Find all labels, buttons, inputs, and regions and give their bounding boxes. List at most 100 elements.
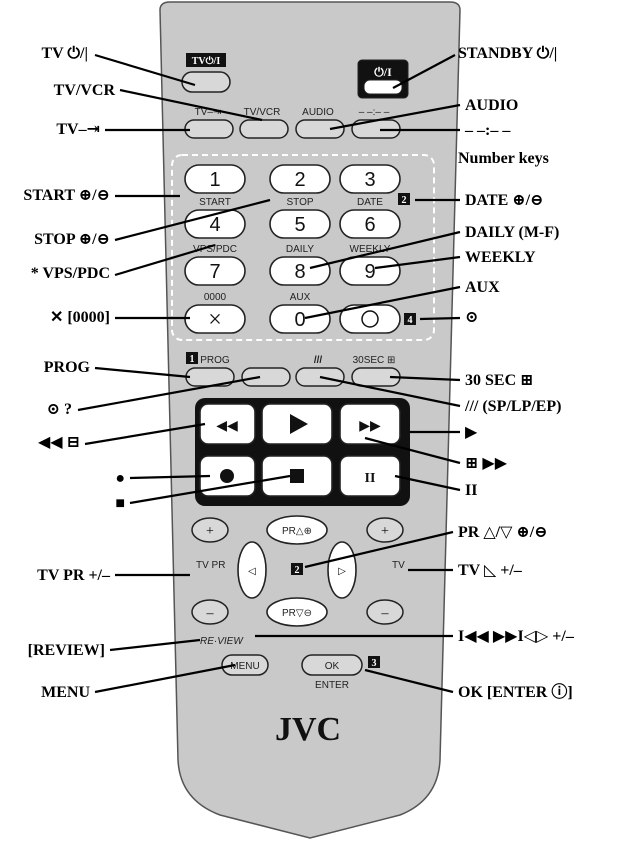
tv-vol-plus-text: + bbox=[381, 524, 389, 539]
tv-pr-minus-text: – bbox=[206, 606, 215, 621]
ff-button[interactable] bbox=[339, 403, 401, 445]
key-7[interactable] bbox=[184, 256, 246, 286]
label-timer: ⊙ bbox=[465, 309, 478, 326]
key-2[interactable] bbox=[269, 164, 331, 194]
badge-2-pr bbox=[291, 563, 303, 575]
menu-key-text: MENU bbox=[230, 661, 259, 672]
key-1[interactable] bbox=[184, 164, 246, 194]
label-play: ▶ bbox=[465, 424, 478, 441]
label-rec: ● bbox=[115, 470, 125, 487]
timer-key-icon bbox=[361, 310, 379, 328]
tv-vcr-button[interactable] bbox=[239, 119, 289, 139]
tv-vol-key-text: TV bbox=[392, 560, 405, 571]
start-key-text: START bbox=[199, 197, 231, 208]
label-tv-pr: TV PR +/– bbox=[37, 567, 111, 584]
zero-text: 0000 bbox=[204, 292, 227, 303]
key-2-label: 2 bbox=[294, 169, 305, 191]
tv-vol-minus-button[interactable] bbox=[366, 599, 404, 625]
key-3[interactable] bbox=[339, 164, 401, 194]
ok-button[interactable] bbox=[301, 654, 363, 676]
daily-key-text: DAILY bbox=[286, 244, 314, 255]
key-6[interactable] bbox=[339, 209, 401, 239]
label-daily: DAILY (M-F) bbox=[465, 224, 559, 241]
tv-pr-plus-button[interactable] bbox=[191, 517, 229, 543]
review-key-text: RE·VIEW bbox=[200, 636, 244, 647]
badge-2-pr-text: 2 bbox=[295, 565, 300, 576]
key-0[interactable] bbox=[269, 304, 331, 334]
timer-check-button[interactable] bbox=[241, 367, 291, 387]
label-standby: STANDBY ⏻/| bbox=[458, 45, 557, 62]
key-9-label: 9 bbox=[364, 261, 375, 283]
key-4-label: 4 bbox=[209, 214, 220, 236]
sec30-key-text: 30SEC ⊞ bbox=[353, 355, 396, 366]
key-6-label: 6 bbox=[364, 214, 375, 236]
pr-down-button[interactable] bbox=[266, 597, 328, 627]
number-keypad: 1 2 3 START STOP DATE 4 5 6 VPS/PDC DAIL… bbox=[184, 164, 401, 334]
skip-back-button[interactable] bbox=[237, 541, 267, 599]
label-ff: ⊞ ▶▶ bbox=[465, 455, 508, 472]
skip-fwd-icon: ▷ bbox=[338, 566, 346, 577]
rec-icon bbox=[220, 469, 234, 483]
label-weekly: WEEKLY bbox=[465, 249, 536, 266]
badge-1 bbox=[186, 352, 198, 364]
tv-vcr-key-text: TV/VCR bbox=[244, 107, 281, 118]
label-aux: AUX bbox=[465, 279, 500, 296]
tv-input-key-text: TV–⇥ bbox=[195, 107, 222, 118]
label-timer-check: ⊙ ? bbox=[47, 401, 72, 418]
play-icon bbox=[290, 414, 308, 434]
pr-up-button[interactable] bbox=[266, 515, 328, 545]
vps-key-text: VPS/PDC bbox=[193, 244, 237, 255]
badge-3-text: 3 bbox=[372, 658, 377, 669]
tv-pr-plus-text: + bbox=[206, 524, 214, 539]
menu-button[interactable] bbox=[221, 654, 269, 676]
label-cancel: ✕ [0000] bbox=[50, 309, 110, 326]
label-review: [REVIEW] bbox=[28, 642, 105, 659]
label-dashes: – –:– – bbox=[464, 122, 511, 139]
enter-key-text: ENTER bbox=[315, 680, 349, 691]
tv-vol-minus-text: – bbox=[381, 606, 390, 621]
date-key-text: DATE bbox=[357, 197, 383, 208]
label-tv-vcr: TV/VCR bbox=[54, 82, 116, 99]
label-audio: AUDIO bbox=[465, 97, 518, 114]
label-date: DATE ⊕/⊖ bbox=[465, 192, 544, 209]
tv-pr-key-text: TV PR bbox=[196, 560, 225, 571]
key-8-label: 8 bbox=[294, 261, 305, 283]
label-number-keys: Number keys bbox=[458, 150, 549, 167]
label-stop: STOP ⊕/⊖ bbox=[34, 231, 110, 248]
brand-logo: JVC bbox=[275, 711, 341, 748]
tv-pr-minus-button[interactable] bbox=[191, 599, 229, 625]
label-vps-pdc: * VPS/PDC bbox=[31, 265, 110, 282]
tv-input-button[interactable] bbox=[184, 119, 234, 139]
tv-power-button[interactable] bbox=[181, 71, 231, 93]
label-pr-updown: PR △/▽ ⊕/⊖ bbox=[458, 524, 548, 541]
key-5-label: 5 bbox=[294, 214, 305, 236]
number-keys-area bbox=[171, 154, 435, 341]
pr-down-text: PR▽⊖ bbox=[282, 608, 312, 619]
prog-key-text: PROG bbox=[200, 355, 230, 366]
tv-power-key-tag bbox=[186, 53, 226, 67]
stop-key-text: STOP bbox=[286, 197, 313, 208]
weekly-key-text: WEEKLY bbox=[350, 244, 391, 255]
label-tv-vol: TV ◺ +/– bbox=[458, 562, 523, 579]
badge-2-dateside bbox=[398, 193, 410, 205]
key-5[interactable] bbox=[269, 209, 331, 239]
audio-button[interactable] bbox=[295, 119, 345, 139]
badge-3 bbox=[368, 656, 380, 668]
label-start: START ⊕/⊖ bbox=[23, 187, 110, 204]
label-pause: II bbox=[465, 482, 477, 499]
key-8[interactable] bbox=[269, 256, 331, 286]
audio-key-text: AUDIO bbox=[302, 107, 334, 118]
key-9[interactable] bbox=[339, 256, 401, 286]
tv-vol-plus-button[interactable] bbox=[366, 517, 404, 543]
label-30sec: 30 SEC ⊞ bbox=[465, 372, 534, 389]
skip-back-icon: ◁ bbox=[248, 566, 256, 577]
label-menu: MENU bbox=[41, 684, 90, 701]
label-stop-square: ■ bbox=[115, 495, 125, 512]
speed-key-text: /// bbox=[314, 355, 323, 366]
key-3-label: 3 bbox=[364, 169, 375, 191]
key-7-label: 7 bbox=[209, 261, 220, 283]
dashes-key-text: – –:– – bbox=[359, 107, 390, 118]
label-tv-power: TV ⏻/| bbox=[41, 45, 88, 62]
leader-lines bbox=[77, 53, 461, 694]
